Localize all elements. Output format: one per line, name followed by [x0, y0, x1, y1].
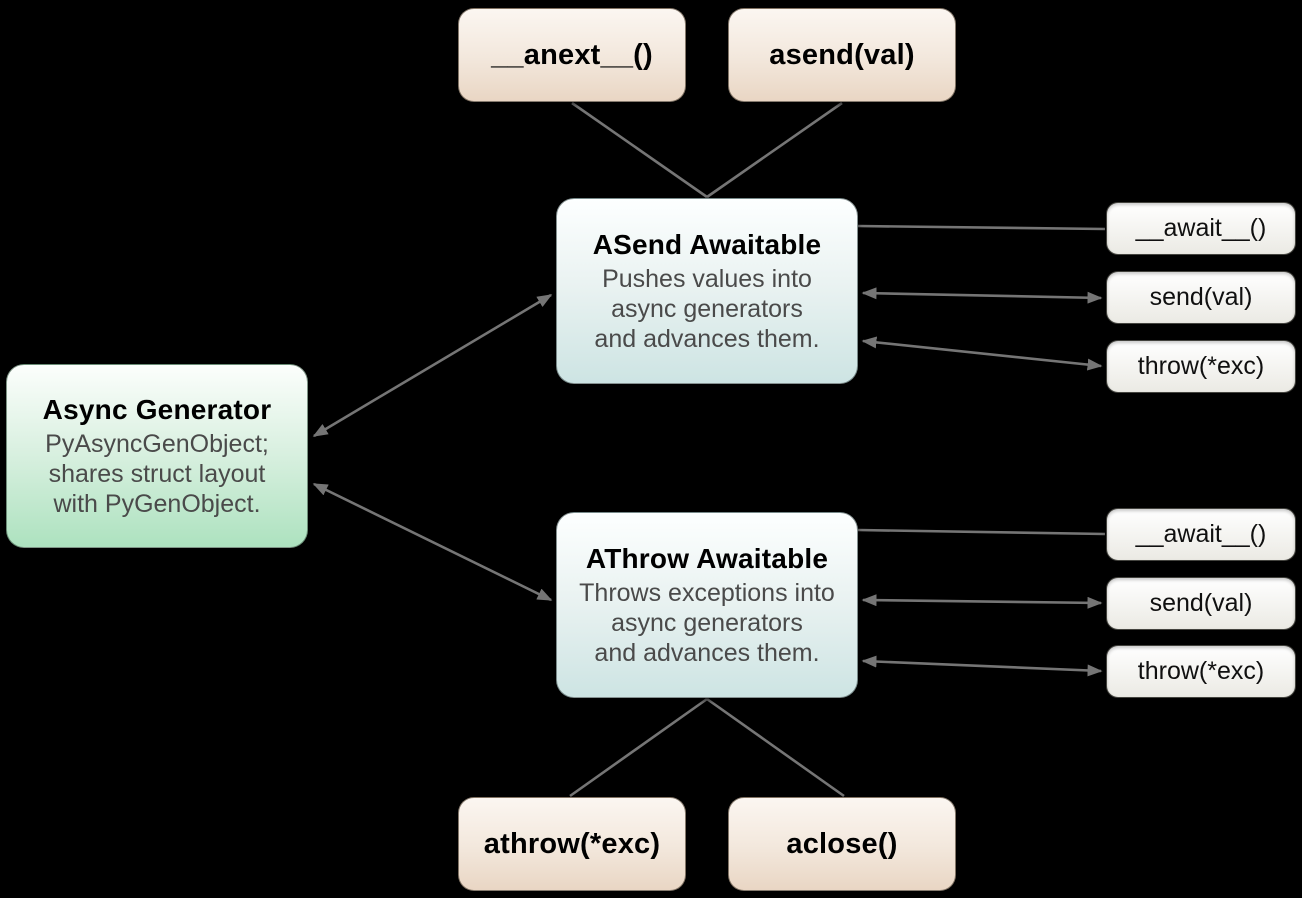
aclose-method-label: aclose() — [786, 827, 898, 860]
edge-athrow-awaitable-to-await — [857, 528, 1106, 536]
arrow-athrow-awaitable-throw — [861, 655, 1103, 677]
anext-method-node: __anext__() — [458, 8, 686, 102]
asend-await-method-node: __await__() — [1106, 202, 1296, 255]
athrow-throw-method-node: throw(*exc) — [1106, 645, 1296, 698]
athrow-throw-method-label: throw(*exc) — [1137, 657, 1265, 685]
edge-anext-to-asend-awaitable — [571, 101, 708, 199]
anext-method-label: __anext__() — [491, 38, 653, 71]
asend-send-method-node: send(val) — [1106, 271, 1296, 324]
athrow-await-method-node: __await__() — [1106, 508, 1296, 561]
async-generator-title: Async Generator — [42, 393, 272, 425]
asend-method-label: asend(val) — [769, 38, 915, 71]
edge-asend-to-asend-awaitable — [706, 101, 843, 199]
aclose-method-node: aclose() — [728, 797, 956, 891]
async-generator-description: PyAsyncGenObject; shares struct layout w… — [45, 429, 269, 518]
arrow-asend-awaitable-send — [861, 287, 1103, 304]
athrow-send-method-node: send(val) — [1106, 577, 1296, 630]
arrow-async-generator-athrow-awaitable — [312, 482, 553, 602]
async-generator-node: Async Generator PyAsyncGenObject; shares… — [6, 364, 308, 548]
edge-athrow-awaitable-to-athrow — [569, 697, 708, 798]
athrow-method-node: athrow(*exc) — [458, 797, 686, 891]
asend-awaitable-node: ASend Awaitable Pushes values into async… — [556, 198, 858, 384]
athrow-awaitable-title: AThrow Awaitable — [585, 542, 829, 574]
asend-throw-method-node: throw(*exc) — [1106, 340, 1296, 393]
asend-method-node: asend(val) — [728, 8, 956, 102]
arrow-athrow-awaitable-send — [861, 594, 1103, 609]
asend-throw-method-label: throw(*exc) — [1137, 352, 1265, 380]
arrow-async-generator-asend-awaitable — [312, 293, 553, 438]
edge-athrow-awaitable-to-aclose — [706, 697, 845, 798]
athrow-send-method-label: send(val) — [1149, 589, 1253, 617]
athrow-awaitable-description: Throws exceptions into async generators … — [579, 578, 835, 667]
edge-asend-awaitable-to-await — [857, 224, 1106, 231]
asend-await-method-label: __await__() — [1135, 214, 1267, 242]
athrow-await-method-label: __await__() — [1135, 520, 1267, 548]
athrow-method-label: athrow(*exc) — [483, 827, 661, 860]
asend-awaitable-description: Pushes values into async generators and … — [594, 264, 820, 353]
athrow-awaitable-node: AThrow Awaitable Throws exceptions into … — [556, 512, 858, 698]
arrow-asend-awaitable-throw — [861, 336, 1103, 371]
asend-send-method-label: send(val) — [1149, 283, 1253, 311]
asend-awaitable-title: ASend Awaitable — [592, 228, 822, 260]
